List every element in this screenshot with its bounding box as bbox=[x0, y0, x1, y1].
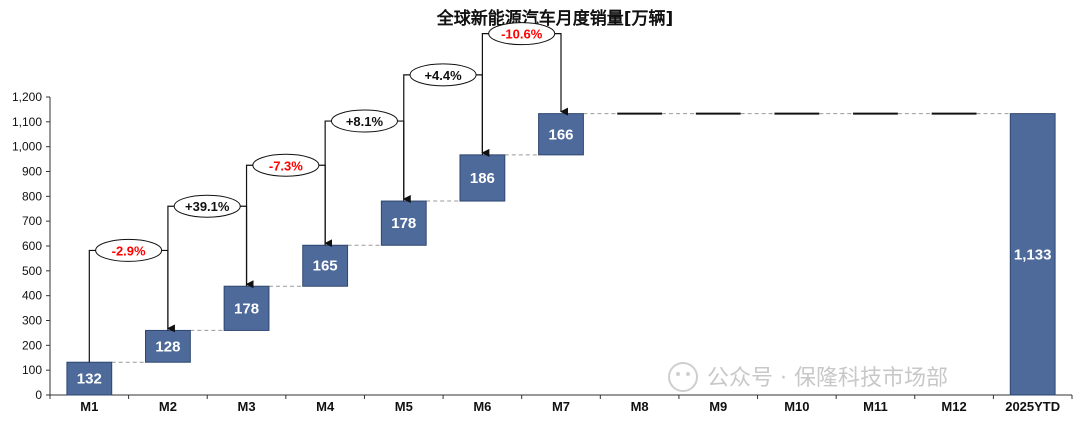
mom-ellipse bbox=[173, 194, 241, 218]
bar bbox=[145, 329, 191, 363]
bar bbox=[66, 361, 113, 396]
y-tick-label: 0 bbox=[35, 388, 42, 402]
bar-value-label: 132 bbox=[77, 371, 102, 388]
x-tick-label: 2025YTD bbox=[1005, 399, 1060, 414]
bar bbox=[302, 244, 349, 287]
x-tick-label: M3 bbox=[238, 399, 256, 414]
bar-value-label: 178 bbox=[234, 300, 259, 317]
bar bbox=[1009, 113, 1056, 396]
y-tick-label: 900 bbox=[22, 165, 42, 179]
mom-ellipse bbox=[488, 22, 556, 46]
mom-ellipse bbox=[409, 63, 477, 87]
x-tick-label: M12 bbox=[941, 399, 966, 414]
mom-arrows: -2.9% +39.1% -7.3% +8.1% +4.4% -10.6% bbox=[88, 22, 568, 363]
mom-ellipse bbox=[252, 153, 320, 177]
mom-change-label: -10.6% bbox=[501, 27, 543, 42]
x-tick-label: M9 bbox=[709, 399, 727, 414]
axes: 0 100 200 300 400 500 600 700 800 900 1,000 1,100 1,… bbox=[12, 90, 1073, 414]
bar-value-label: 1,133 bbox=[1014, 246, 1052, 263]
y-tick-label: 700 bbox=[22, 214, 42, 228]
mom-ellipse bbox=[95, 238, 163, 262]
bars: 132 128 178 165 178 186 166 1,133 bbox=[66, 112, 1056, 396]
y-tick-label: 200 bbox=[22, 338, 42, 352]
x-tick-label: M11 bbox=[863, 399, 888, 414]
mom-change-label: +39.1% bbox=[185, 199, 230, 214]
y-tick-label: 400 bbox=[22, 289, 42, 303]
x-tick-label: M1 bbox=[80, 399, 98, 414]
x-tick-label: M8 bbox=[631, 399, 649, 414]
bar-value-label: 186 bbox=[470, 170, 495, 187]
wechat-icon-eye-right bbox=[686, 372, 690, 376]
y-tick-label: 1,000 bbox=[12, 140, 42, 154]
x-tick-label: M2 bbox=[159, 399, 177, 414]
y-tick-label: 1,100 bbox=[12, 115, 42, 129]
y-tick-label: 100 bbox=[22, 363, 42, 377]
mom-change-label: -2.9% bbox=[112, 243, 146, 258]
mom-change-label: +8.1% bbox=[346, 114, 384, 129]
bar-value-label: 165 bbox=[313, 258, 338, 275]
watermark: 公众号 · 保隆科技市场部 bbox=[668, 362, 948, 392]
x-tick-label: M5 bbox=[395, 399, 413, 414]
connectors bbox=[111, 113, 1011, 363]
mom-change-label: -7.3% bbox=[269, 158, 303, 173]
y-tick-label: 1,200 bbox=[12, 90, 42, 104]
x-tick-label: M7 bbox=[552, 399, 570, 414]
bar-value-label: 128 bbox=[155, 338, 180, 355]
bar bbox=[223, 285, 270, 331]
bar-value-label: 178 bbox=[391, 215, 416, 232]
x-tick-label: M6 bbox=[473, 399, 491, 414]
wechat-icon bbox=[668, 362, 698, 392]
watermark-text: 公众号 · 保隆科技市场部 bbox=[707, 366, 948, 391]
x-tick-label: M10 bbox=[784, 399, 809, 414]
y-tick-label: 300 bbox=[22, 314, 42, 328]
mom-change-label: +4.4% bbox=[424, 68, 462, 83]
wechat-icon-eye-left bbox=[676, 372, 680, 376]
bar bbox=[380, 200, 427, 246]
chart-title: 全球新能源汽车月度销量[万辆] bbox=[436, 8, 674, 29]
y-tick-label: 800 bbox=[22, 189, 42, 203]
mom-ellipse bbox=[330, 109, 398, 133]
y-tick-label: 500 bbox=[22, 264, 42, 278]
y-tick-label: 600 bbox=[22, 239, 42, 253]
bar-value-label: 166 bbox=[548, 126, 573, 143]
x-tick-label: M4 bbox=[316, 399, 335, 414]
